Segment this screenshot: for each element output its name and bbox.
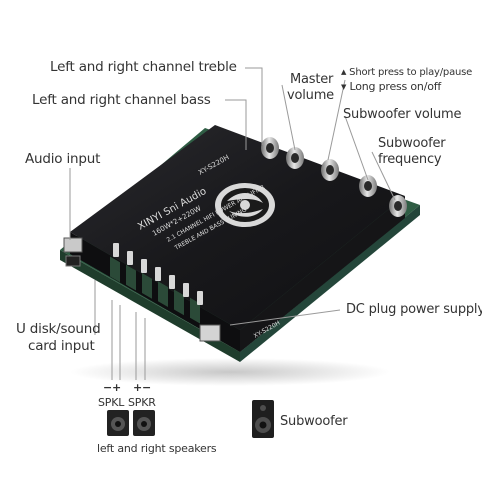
label-sub-freq-1: Subwoofer [378, 136, 446, 151]
label-master-2: volume [287, 88, 334, 103]
subwoofer-icon [252, 400, 274, 438]
label-spkl-polarity: −+ [103, 381, 122, 394]
terminal-slots [113, 243, 203, 305]
brand-logo [215, 183, 275, 227]
label-long-press: ▼ Long press on/off [341, 80, 442, 93]
label-udisk-2: card input [28, 338, 95, 354]
speaker-right-icon [133, 410, 155, 436]
label-spkr-polarity: +− [133, 381, 152, 394]
label-dc-plug: DC plug power supply [346, 302, 482, 317]
knobs [261, 137, 407, 217]
label-short-press: ▲ Short press to play/pause [341, 67, 473, 78]
audio-input-jack [63, 237, 83, 253]
board-top-plate [70, 125, 405, 330]
label-subwoofer: Subwoofer [280, 414, 348, 429]
long-press-text: Long press on/off [349, 80, 442, 93]
dc-jack [199, 324, 221, 342]
floor-shadow [70, 358, 390, 386]
label-sub-freq-2: frequency [378, 152, 442, 167]
usb-port [65, 255, 81, 267]
callout-lines [69, 67, 396, 380]
label-treble: Left and right channel treble [50, 59, 237, 75]
label-sub-volume: Subwoofer volume [343, 107, 462, 122]
label-spkr: SPKR [128, 396, 156, 409]
label-udisk-1: U disk/sound [16, 321, 101, 337]
label-spkl: SPKL [98, 396, 125, 409]
label-bass: Left and right channel bass [32, 92, 211, 108]
speaker-left-icon [107, 410, 129, 436]
label-speakers: left and right speakers [97, 442, 217, 455]
short-press-text: Short press to play/pause [349, 67, 473, 78]
label-master-1: Master [290, 72, 334, 87]
board-side-right [240, 196, 405, 352]
label-audio-input: Audio input [25, 151, 101, 167]
